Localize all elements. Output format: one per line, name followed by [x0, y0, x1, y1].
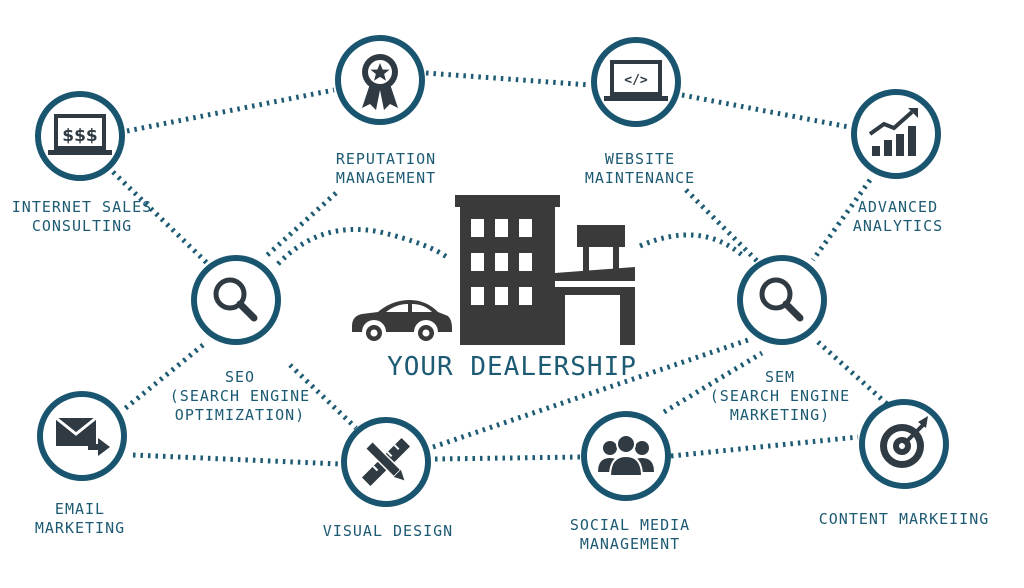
node-website[interactable]: </>: [590, 36, 682, 128]
link-seo-dealership: [276, 226, 450, 266]
node-sem[interactable]: [736, 254, 828, 346]
link-visual-sem: [432, 337, 749, 450]
dealership-title: YOUR DEALERSHIP: [387, 352, 637, 382]
code-laptop-icon: </>: [591, 37, 681, 127]
car-icon: [352, 300, 452, 341]
envelope-icon: [37, 391, 127, 481]
link-analytics-sem: [810, 178, 873, 262]
link-seo-visual: [288, 363, 358, 430]
node-seo[interactable]: [190, 254, 282, 346]
label-content: CONTENT MARKEIING: [818, 510, 990, 528]
link-social-content: [670, 434, 859, 459]
growth-chart-icon: [851, 89, 941, 179]
label-website: WEBSITE MAINTENANCE: [584, 150, 696, 187]
link-dealership-sem: [639, 232, 744, 257]
link-reputation-seo: [262, 191, 338, 260]
node-visual[interactable]: [340, 416, 432, 508]
target-icon: [859, 399, 949, 489]
node-email[interactable]: [36, 390, 128, 482]
label-reputation: REPUTATION MANAGEMENT: [335, 150, 437, 187]
label-seo: SEO (SEARCH ENGINE OPTIMIZATION): [169, 368, 311, 424]
dollar-laptop-icon: $$$: [35, 91, 125, 181]
award-ribbon-icon: [335, 35, 425, 125]
link-internet-reputation: [126, 87, 335, 134]
magnifier-icon: [737, 255, 827, 345]
link-visual-social: [434, 454, 582, 462]
label-analytics: ADVANCED ANALYTICS: [852, 198, 944, 235]
link-reputation-website: [425, 70, 591, 88]
people-group-icon: [581, 411, 671, 501]
pencil-ruler-icon: [341, 417, 431, 507]
magnifier-icon: [191, 255, 281, 345]
dealership-building-icon: [455, 195, 635, 345]
node-internet-sales[interactable]: $$$: [34, 90, 126, 182]
link-seo-email: [120, 343, 205, 413]
node-reputation[interactable]: [334, 34, 426, 126]
label-sem: SEM (SEARCH ENGINE MARKETING): [709, 368, 851, 424]
svg-text:</>: </>: [624, 73, 648, 88]
label-social: SOCIAL MEDIA MANAGEMENT: [569, 516, 691, 553]
svg-text:$$$: $$$: [62, 126, 98, 146]
label-visual: VISUAL DESIGN: [322, 522, 454, 540]
link-website-sem: [684, 188, 760, 264]
node-analytics[interactable]: [850, 88, 942, 180]
label-internet-sales: INTERNET SALES CONSULTING: [11, 198, 153, 235]
label-email: EMAIL MARKETING: [34, 500, 126, 537]
link-website-analytics: [681, 92, 850, 130]
node-social[interactable]: [580, 410, 672, 502]
link-sem-content: [816, 340, 889, 406]
link-email-visual: [132, 452, 341, 467]
node-content[interactable]: [858, 398, 950, 490]
